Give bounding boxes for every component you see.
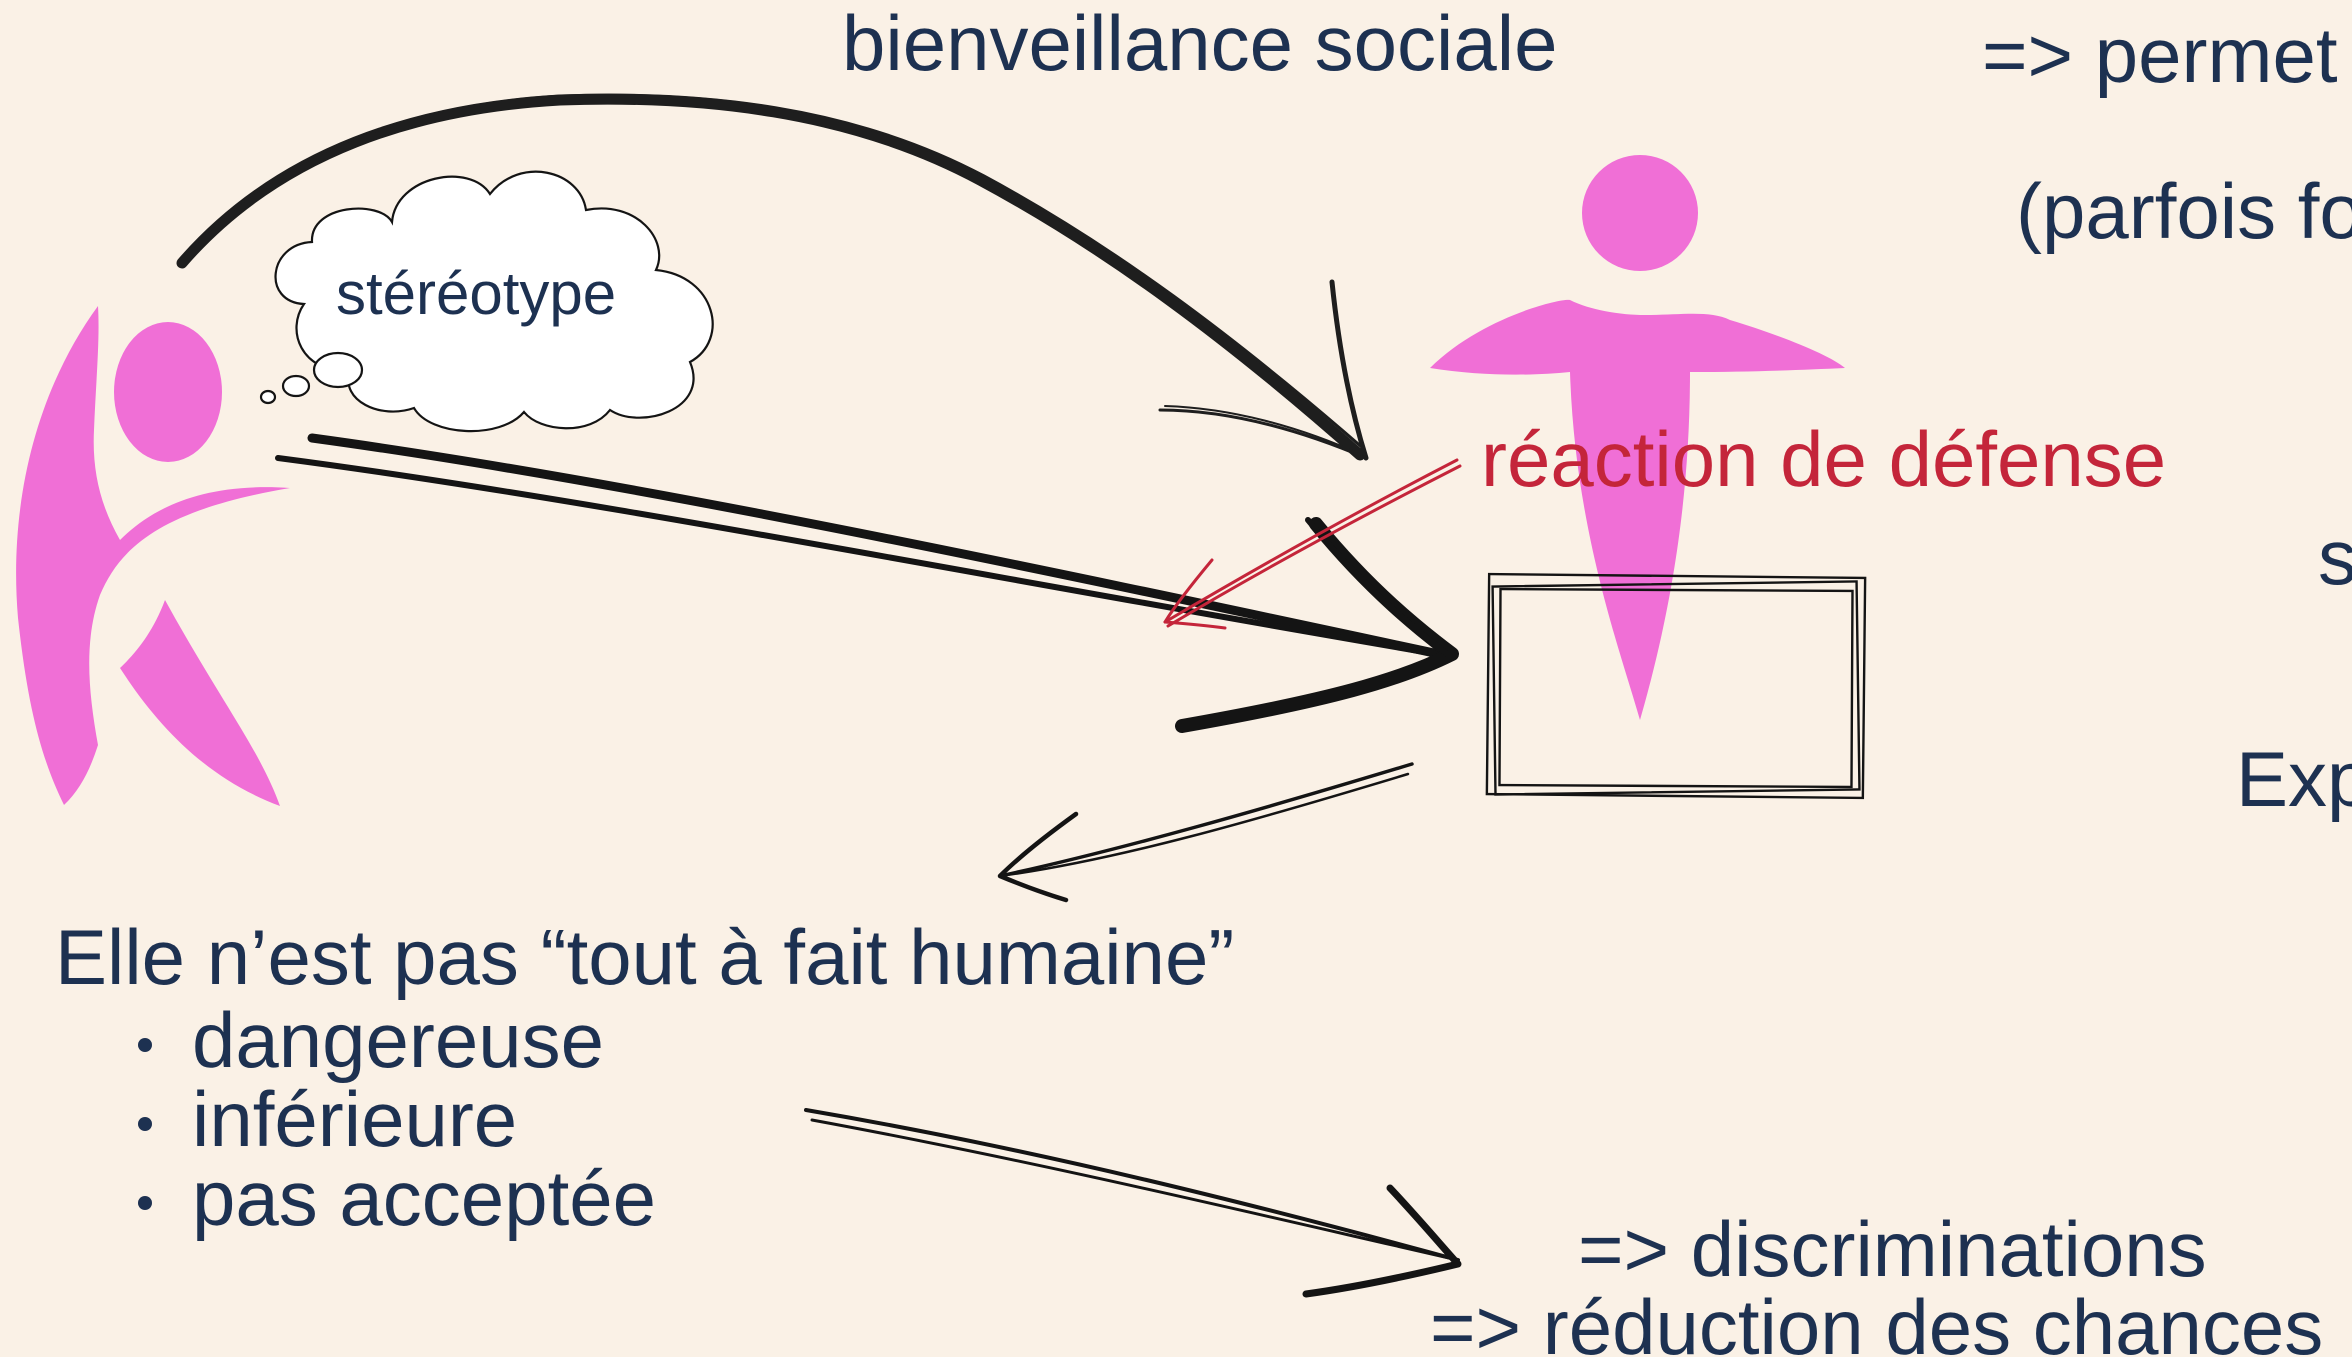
trait-item: dangereuse [132,1001,656,1080]
defense-reaction-label: réaction de défense [1481,415,2167,503]
benevolence-label: bienveillance sociale [842,0,1558,87]
trait-item: inférieure [132,1080,656,1159]
dehumanization-statement: Elle n’est pas “tout à fait humaine” [55,913,1235,1001]
return-arrow [997,762,1414,903]
stereotype-arrow [275,433,1459,733]
consequence-discriminations: => discriminations [1578,1205,2207,1293]
consequence-arrow [804,1108,1462,1298]
sketch-box [1485,572,1867,800]
trait-item: pas acceptée [132,1159,656,1238]
left-figure-icon [16,306,291,806]
thought-bubble-icon [259,170,714,433]
right-figure-icon [1430,155,1845,720]
right-text-line-1: => permet [1982,11,2338,99]
trait-list: dangereuse inférieure pas acceptée [132,1001,656,1238]
stereotype-label: stéréotype [336,260,617,327]
right-text-line-4: Exp [2236,735,2352,823]
benevolence-arrow [176,93,1369,461]
consequence-reduced-chances: => réduction des chances [1430,1283,2324,1357]
right-text-line-2: (parfois fo [2016,167,2352,255]
defense-arrow [1163,458,1462,630]
right-text-line-3: s [2318,513,2352,601]
